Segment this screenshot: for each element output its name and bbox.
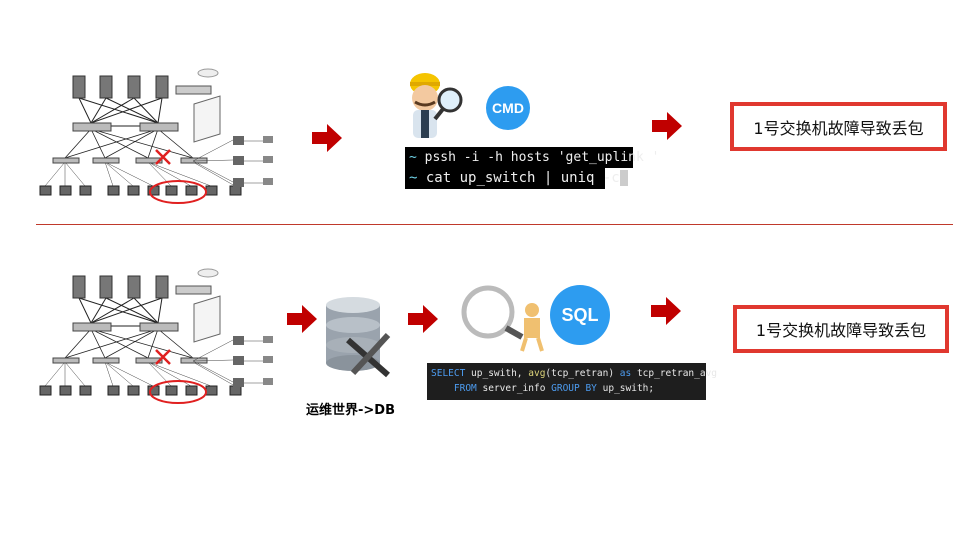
pc-icon — [59, 385, 72, 396]
pc-icon — [165, 385, 178, 396]
pc-icon — [233, 178, 244, 187]
phone-icon — [263, 336, 273, 343]
router-icon — [175, 85, 212, 95]
firewall-icon — [193, 295, 221, 343]
server-icon — [99, 75, 113, 99]
network-topology-diagram — [39, 68, 273, 204]
pc-icon — [39, 385, 52, 396]
pc-icon — [205, 185, 218, 196]
sql-badge: SQL — [550, 285, 610, 345]
sql-query-block: SELECT up_swith, avg(tcp_retran) as tcp_… — [427, 363, 717, 400]
right-arrow-icon — [408, 305, 438, 333]
engineer-magnifier-icon — [410, 73, 463, 138]
database-tools-icon — [326, 297, 391, 378]
right-arrow-icon — [287, 305, 317, 333]
access-switch-icon — [135, 357, 163, 364]
pc-icon — [107, 385, 120, 396]
access-switch-icon — [52, 157, 80, 164]
right-arrow-icon — [651, 297, 681, 325]
terminal-line-2: ~ cat up_switch | uniq -c — [405, 168, 629, 189]
phone-icon — [263, 156, 273, 163]
router-icon — [175, 285, 212, 295]
pc-icon — [107, 185, 120, 196]
server-icon — [72, 75, 86, 99]
server-icon — [155, 275, 169, 299]
pc-icon — [185, 385, 198, 396]
pc-icon — [185, 185, 198, 196]
pc-icon — [59, 185, 72, 196]
server-icon — [99, 275, 113, 299]
person-magnifier-icon — [461, 285, 544, 352]
access-switch-icon — [135, 157, 163, 164]
server-icon — [155, 75, 169, 99]
affected-hosts-circle — [149, 180, 207, 204]
core-switch-icon — [72, 322, 112, 332]
access-switch-icon — [92, 357, 120, 364]
pc-icon — [233, 378, 244, 387]
firewall-icon — [193, 95, 221, 143]
phone-icon — [263, 136, 273, 143]
server-icon — [127, 275, 141, 299]
core-switch-icon — [139, 122, 179, 132]
right-arrow-icon — [312, 124, 342, 152]
failure-x-icon — [155, 149, 171, 165]
result-box-top: 1号交换机故障导致丢包 — [730, 102, 947, 151]
core-switch-icon — [139, 322, 179, 332]
pc-icon — [127, 185, 140, 196]
phone-icon — [263, 378, 273, 385]
result-box-bottom: 1号交换机故障导致丢包 — [733, 305, 949, 353]
pc-icon — [229, 185, 242, 196]
right-arrow-icon — [652, 112, 682, 140]
phone-icon — [263, 356, 273, 363]
pc-icon — [205, 385, 218, 396]
pc-icon — [79, 185, 92, 196]
server-icon — [127, 75, 141, 99]
cmd-badge: CMD — [486, 86, 530, 130]
pc-icon — [233, 336, 244, 345]
db-caption: 运维世界->DB — [306, 403, 395, 418]
pc-icon — [79, 385, 92, 396]
internet-cloud-icon — [197, 68, 219, 78]
affected-hosts-circle — [149, 380, 207, 404]
network-topology-diagram — [39, 268, 273, 404]
phone-icon — [263, 178, 273, 185]
pc-icon — [229, 385, 242, 396]
access-switch-icon — [52, 357, 80, 364]
access-switch-icon — [92, 157, 120, 164]
internet-cloud-icon — [197, 268, 219, 278]
pc-icon — [127, 385, 140, 396]
pc-icon — [233, 136, 244, 145]
terminal-line-1: ~ pssh -i -h hosts 'get_uplink ' — [405, 147, 659, 168]
pc-icon — [233, 156, 244, 165]
pc-icon — [39, 185, 52, 196]
pc-icon — [233, 356, 244, 365]
pc-icon — [165, 185, 178, 196]
core-switch-icon — [72, 122, 112, 132]
divider — [36, 224, 953, 225]
failure-x-icon — [155, 349, 171, 365]
server-icon — [72, 275, 86, 299]
